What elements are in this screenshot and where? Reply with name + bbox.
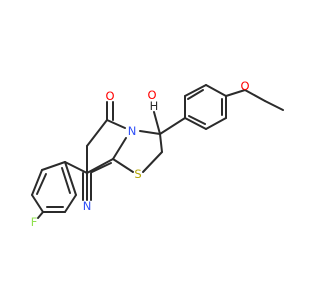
nitrile-group xyxy=(82,172,92,201)
nitrile-nitrogen-label: N xyxy=(83,199,92,213)
carbinol-center xyxy=(139,111,186,153)
ring-nitrogen-label: N xyxy=(128,124,137,138)
hydroxyl-hydrogen-label: H xyxy=(150,99,159,113)
fluorine-label: F xyxy=(31,215,38,229)
structure-diagram: O H O O N S N F xyxy=(31,79,284,229)
ethoxy-group xyxy=(225,89,284,111)
thiazolidine-ring xyxy=(112,137,163,173)
pyridinone-ring xyxy=(86,101,126,174)
ring-sulfur-label: S xyxy=(134,167,141,181)
carbonyl-oxygen-label: O xyxy=(105,89,114,103)
molecule-canvas: O H O O N S N F xyxy=(30,79,284,229)
fluorophenyl-ring xyxy=(31,161,88,219)
ether-oxygen-label: O xyxy=(240,79,249,93)
ethoxyphenyl-ring xyxy=(184,84,227,130)
hydroxyl-oxygen-label: O xyxy=(147,88,156,102)
